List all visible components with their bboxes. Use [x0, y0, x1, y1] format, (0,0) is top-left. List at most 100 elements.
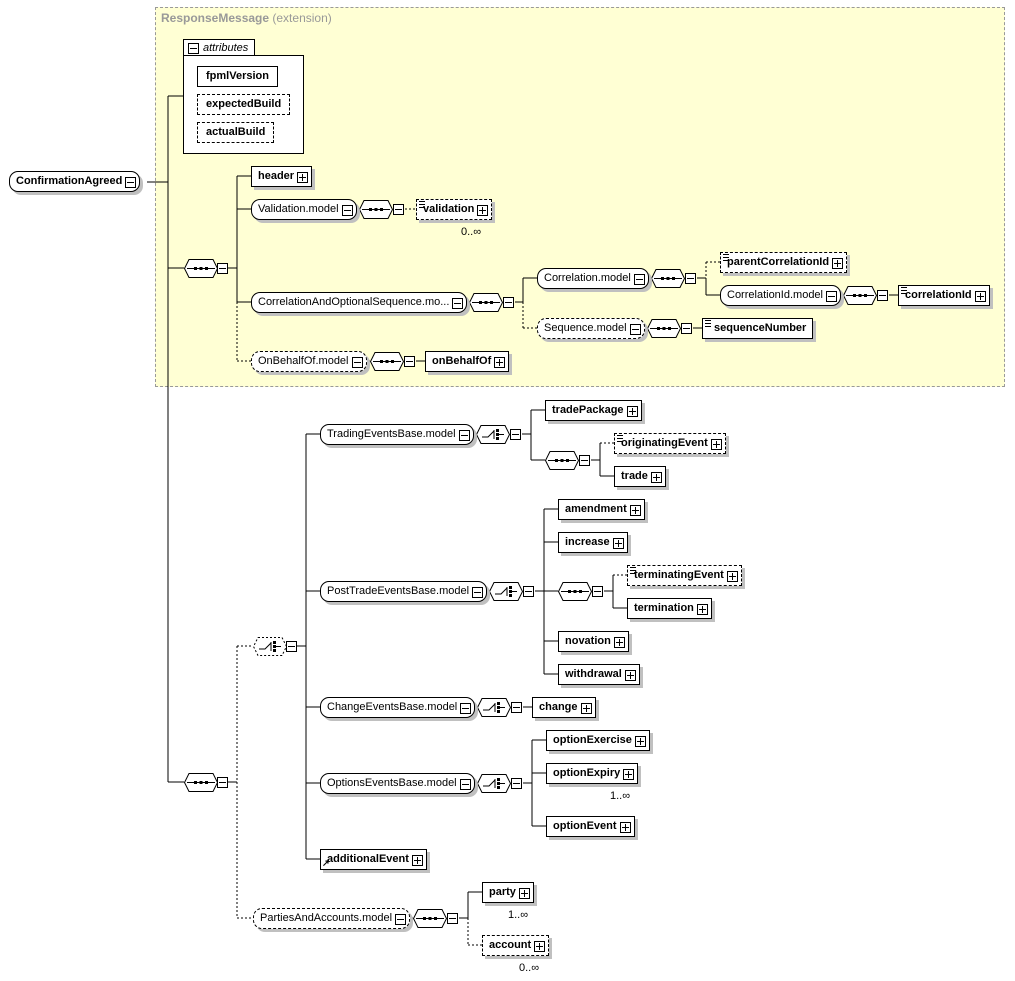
- collapse-icon[interactable]: [629, 324, 641, 335]
- expand-icon[interactable]: [297, 172, 309, 183]
- collapse-icon[interactable]: [877, 290, 888, 301]
- expand-icon[interactable]: [518, 888, 530, 899]
- expand-icon[interactable]: [411, 855, 423, 866]
- element-parent-correlation-id[interactable]: parentCorrelationId: [720, 252, 848, 273]
- documentation-icon: [901, 287, 907, 294]
- group-label: Correlation.model: [544, 272, 631, 284]
- expand-icon[interactable]: [494, 357, 506, 368]
- expand-icon[interactable]: [477, 205, 489, 216]
- collapse-icon[interactable]: [393, 204, 404, 215]
- collapse-icon[interactable]: [511, 778, 522, 789]
- collapse-icon[interactable]: [472, 587, 484, 598]
- expand-icon[interactable]: [613, 637, 625, 648]
- attribute-expected-build[interactable]: expectedBuild: [197, 94, 291, 115]
- expand-icon[interactable]: [710, 439, 722, 450]
- attributes-tab[interactable]: attributes: [183, 39, 255, 56]
- element-party[interactable]: party: [482, 882, 537, 906]
- collapse-icon[interactable]: [125, 177, 137, 188]
- element-option-event[interactable]: optionEvent: [546, 816, 635, 837]
- element-option-exercise[interactable]: optionExercise: [546, 730, 650, 751]
- group-label: CorrelationId.model: [727, 289, 823, 301]
- collapse-icon[interactable]: [188, 43, 199, 54]
- expand-icon[interactable]: [726, 571, 738, 582]
- collapse-icon[interactable]: [685, 273, 696, 284]
- expand-icon[interactable]: [634, 736, 646, 747]
- collapse-icon[interactable]: [217, 777, 228, 788]
- collapse-icon[interactable]: [404, 356, 415, 367]
- element-sequence-number[interactable]: sequenceNumber: [702, 318, 814, 339]
- element-correlation-id[interactable]: correlationId: [898, 285, 990, 306]
- group-label: TradingEventsBase.model: [327, 428, 456, 440]
- element-account[interactable]: account: [482, 935, 553, 959]
- group-post-trade-events-base-model[interactable]: PostTradeEventsBase.model: [320, 581, 488, 602]
- expand-icon[interactable]: [650, 472, 662, 483]
- collapse-icon[interactable]: [511, 702, 522, 713]
- expand-icon[interactable]: [619, 822, 631, 833]
- sequence-compositor-icon: [646, 319, 682, 338]
- collapse-icon[interactable]: [826, 291, 837, 302]
- collapse-icon[interactable]: [217, 263, 228, 274]
- collapse-icon[interactable]: [510, 429, 521, 440]
- expand-icon[interactable]: [629, 505, 641, 516]
- element-label: change: [539, 701, 578, 713]
- element-validation[interactable]: validation: [416, 199, 496, 223]
- collapse-icon[interactable]: [351, 357, 363, 368]
- extension-base: ResponseMessage: [161, 11, 270, 25]
- collapse-icon[interactable]: [579, 455, 590, 466]
- element-originating-event[interactable]: originatingEvent: [614, 433, 726, 454]
- collapse-icon[interactable]: [592, 586, 603, 597]
- collapse-icon[interactable]: [341, 205, 353, 216]
- element-terminating-event[interactable]: terminatingEvent: [627, 565, 742, 586]
- element-withdrawal[interactable]: withdrawal: [558, 664, 640, 685]
- attribute-fpml-version[interactable]: fpmlVersion: [197, 66, 278, 87]
- group-validation-model[interactable]: Validation.model: [251, 199, 357, 220]
- expand-icon[interactable]: [624, 670, 636, 681]
- element-novation[interactable]: novation: [558, 631, 629, 652]
- element-increase[interactable]: increase: [558, 532, 628, 553]
- collapse-icon[interactable]: [447, 913, 458, 924]
- expand-icon[interactable]: [832, 258, 844, 269]
- collapse-icon[interactable]: [681, 323, 692, 334]
- element-on-behalf-of[interactable]: onBehalfOf: [425, 351, 510, 372]
- group-correlation-id-model[interactable]: CorrelationId.model: [720, 285, 841, 306]
- collapse-icon[interactable]: [633, 274, 645, 285]
- collapse-icon[interactable]: [523, 586, 534, 597]
- group-change-events-base-model[interactable]: ChangeEventsBase.model: [320, 697, 476, 718]
- collapse-icon[interactable]: [452, 298, 464, 309]
- element-amendment[interactable]: amendment: [558, 499, 645, 520]
- group-sequence-model[interactable]: Sequence.model: [537, 318, 645, 339]
- element-trade[interactable]: trade: [614, 466, 666, 487]
- element-trade-package[interactable]: tradePackage: [545, 400, 642, 421]
- group-on-behalf-of-model[interactable]: OnBehalfOf.model: [251, 351, 367, 372]
- expand-icon[interactable]: [696, 604, 708, 615]
- element-option-expiry[interactable]: optionExpiry: [546, 763, 642, 787]
- root-element-confirmation-agreed[interactable]: ConfirmationAgreed: [9, 171, 141, 192]
- element-label: parentCorrelationId: [727, 256, 830, 268]
- element-additional-event[interactable]: ↗ additionalEvent: [320, 849, 427, 870]
- group-parties-and-accounts-model[interactable]: PartiesAndAccounts.model: [253, 908, 411, 929]
- group-correlation-model[interactable]: Correlation.model: [537, 268, 649, 289]
- element-termination[interactable]: termination: [627, 598, 712, 619]
- element-label: amendment: [565, 503, 627, 515]
- collapse-icon[interactable]: [395, 914, 407, 925]
- collapse-icon[interactable]: [460, 703, 472, 714]
- element-header[interactable]: header: [251, 166, 313, 187]
- group-trading-events-base-model[interactable]: TradingEventsBase.model: [320, 424, 474, 445]
- element-label: withdrawal: [565, 668, 622, 680]
- expand-icon[interactable]: [612, 538, 624, 549]
- group-label: CorrelationAndOptionalSequence.mo...: [258, 296, 450, 308]
- collapse-icon[interactable]: [459, 779, 471, 790]
- element-change[interactable]: change: [532, 697, 596, 718]
- collapse-icon[interactable]: [503, 297, 514, 308]
- group-options-events-base-model[interactable]: OptionsEventsBase.model: [320, 773, 475, 794]
- expand-icon[interactable]: [626, 406, 638, 417]
- choice-compositor-icon: [488, 582, 524, 601]
- attribute-actual-build[interactable]: actualBuild: [197, 122, 275, 143]
- expand-icon[interactable]: [974, 291, 986, 302]
- collapse-icon[interactable]: [286, 641, 297, 652]
- expand-icon[interactable]: [623, 769, 635, 780]
- collapse-icon[interactable]: [458, 430, 470, 441]
- expand-icon[interactable]: [534, 941, 546, 952]
- group-correlation-and-optional-sequence-model[interactable]: CorrelationAndOptionalSequence.mo...: [251, 292, 468, 313]
- expand-icon[interactable]: [580, 703, 592, 714]
